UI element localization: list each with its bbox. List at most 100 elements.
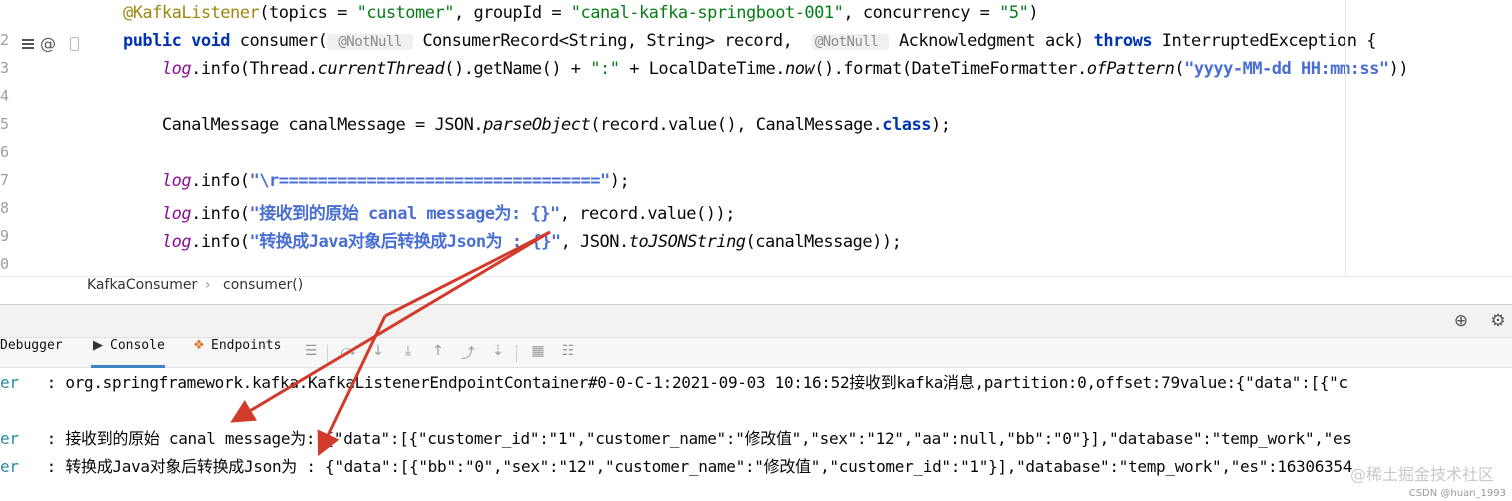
- console-line[interactable]: er : 转换成Java对象后转换成Json为 : {"data":[{"bb"…: [0, 453, 1352, 481]
- code-line[interactable]: log.info("\r============================…: [84, 171, 630, 199]
- force-step-into-icon[interactable]: ⤓: [404, 343, 412, 359]
- code-token: .info(Thread.: [191, 59, 318, 79]
- line-number: 0: [0, 255, 10, 273]
- breadcrumb-method[interactable]: consumer(): [223, 277, 304, 293]
- juejin-watermark: @稀土掘金技术社区: [1349, 465, 1494, 484]
- code-token: class: [882, 115, 931, 135]
- debug-tabbar: Debugger ▶Console ❖Endpoints ☰ ⤼ ↓ ⤓ ↑ ⤴…: [0, 337, 1512, 368]
- code-token: [84, 171, 162, 191]
- console-icon: ▶: [93, 338, 103, 353]
- code-token: (: [1174, 59, 1185, 79]
- code-token: (topics =: [259, 3, 357, 23]
- tab-console[interactable]: ▶Console: [91, 338, 165, 368]
- evaluate-expression-icon[interactable]: ▦: [531, 343, 545, 359]
- code-token: , groupId =: [453, 3, 571, 23]
- line-number: 5: [0, 115, 10, 133]
- at-icon[interactable]: @: [40, 34, 56, 53]
- code-token: , record.value());: [559, 204, 736, 224]
- code-token: Acknowledgment ack): [889, 31, 1094, 51]
- code-token: ":": [590, 59, 620, 79]
- step-over-icon[interactable]: ⤼: [340, 343, 356, 359]
- line-number: 8: [0, 199, 10, 217]
- code-token: .info(: [191, 232, 250, 252]
- code-token: ): [1028, 3, 1039, 23]
- code-token: CanalMessage canalMessage = JSON.: [84, 115, 484, 135]
- step-into-icon[interactable]: ↓: [372, 343, 384, 359]
- code-token: (record.value(), CanalMessage.: [590, 115, 883, 135]
- right-margin-guide: [1345, 0, 1346, 276]
- stack-icon[interactable]: [20, 36, 36, 52]
- line-number: 7: [0, 171, 10, 189]
- code-token: [84, 3, 123, 23]
- code-token: log: [161, 204, 192, 224]
- drop-frame-icon[interactable]: ⇣: [492, 343, 504, 359]
- fold-marker-icon[interactable]: [70, 37, 79, 51]
- code-token: + LocalDateTime.: [619, 59, 785, 79]
- logger-name: er: [0, 429, 19, 448]
- code-line[interactable]: log.info(Thread.currentThread().getName(…: [84, 59, 1409, 87]
- code-token: , JSON.: [560, 232, 630, 252]
- code-line[interactable]: log.info("接收到的原始 canal message为: {}", re…: [84, 199, 736, 227]
- code-token: "\r=================================": [249, 171, 611, 191]
- toolbar-separator: [327, 345, 328, 362]
- step-out-icon[interactable]: ↑: [432, 343, 444, 359]
- code-token: ().getName() +: [444, 59, 591, 79]
- code-token: consumer(: [230, 31, 328, 51]
- console-output[interactable]: er : org.springframework.kafka.KafkaList…: [0, 368, 1512, 501]
- logger-name: er: [0, 373, 19, 392]
- breadcrumb-class[interactable]: KafkaConsumer: [87, 277, 198, 293]
- code-token: "yyyy-MM-dd HH:mm:ss": [1184, 59, 1389, 79]
- code-token: log: [161, 59, 192, 79]
- crosshair-icon[interactable]: ⊕: [1453, 311, 1469, 331]
- code-line[interactable]: CanalMessage canalMessage = JSON.parseOb…: [84, 115, 951, 143]
- line-number: 6: [0, 143, 10, 161]
- code-token: [84, 31, 123, 51]
- code-token: "customer": [356, 3, 455, 23]
- code-token: );: [609, 171, 630, 191]
- code-area[interactable]: @KafkaListener(topics = "customer", grou…: [84, 0, 1512, 276]
- code-token: )): [1388, 59, 1409, 79]
- code-token: parseObject: [483, 115, 591, 135]
- code-token: (canalMessage));: [745, 232, 902, 252]
- gear-icon[interactable]: ⚙: [1490, 311, 1506, 331]
- csdn-watermark: CSDN @huan_1993: [1408, 488, 1506, 499]
- tab-debugger[interactable]: Debugger: [0, 338, 63, 368]
- code-token: toJSONString: [628, 232, 746, 252]
- code-token: [84, 232, 162, 252]
- code-token: currentThread: [317, 59, 445, 79]
- code-token: [84, 59, 162, 79]
- toolbar-separator: [516, 345, 517, 362]
- line-number: 9: [0, 227, 10, 245]
- tab-debugger-label: Debugger: [0, 338, 63, 353]
- code-token: @NotNull: [327, 34, 413, 50]
- code-line[interactable]: @KafkaListener(topics = "customer", grou…: [84, 3, 1039, 31]
- tab-endpoints[interactable]: ❖Endpoints: [192, 338, 281, 368]
- code-token: "转换成Java对象后转换成Json为 : {}": [249, 232, 562, 252]
- log-message: : org.springframework.kafka.KafkaListene…: [18, 373, 1348, 392]
- code-token: [84, 204, 162, 224]
- code-token: ().format(DateTimeFormatter.: [814, 59, 1087, 79]
- code-token: @NotNull: [811, 34, 890, 50]
- console-line[interactable]: er : org.springframework.kafka.KafkaList…: [0, 369, 1348, 397]
- log-message: : 接收到的原始 canal message为: {"data":[{"cust…: [18, 429, 1352, 448]
- line-number: 2: [0, 31, 10, 49]
- code-token: ofPattern: [1086, 59, 1175, 79]
- code-token: throws: [1093, 31, 1153, 51]
- trace-stream-icon[interactable]: ☷: [561, 343, 575, 359]
- menu-lines-icon[interactable]: ☰: [304, 343, 318, 359]
- breadcrumb: KafkaConsumer › consumer(): [0, 276, 1512, 304]
- code-line[interactable]: public void consumer( @NotNull ConsumerR…: [84, 31, 1377, 59]
- code-token: log: [161, 171, 192, 191]
- code-token: .info(: [191, 171, 250, 191]
- run-to-cursor-icon[interactable]: ⤴: [461, 346, 475, 362]
- code-token: );: [930, 115, 951, 135]
- log-message: : 转换成Java对象后转换成Json为 : {"data":[{"bb":"0…: [18, 457, 1353, 476]
- code-token: ConsumerRecord<String, String> record,: [412, 31, 812, 51]
- line-number: [0, 3, 12, 31]
- code-token: , concurrency =: [843, 3, 1000, 23]
- console-line[interactable]: er : 接收到的原始 canal message为: {"data":[{"c…: [0, 425, 1352, 453]
- code-line[interactable]: log.info("转换成Java对象后转换成Json为 : {}", JSON…: [84, 227, 902, 255]
- line-number: 4: [0, 87, 10, 105]
